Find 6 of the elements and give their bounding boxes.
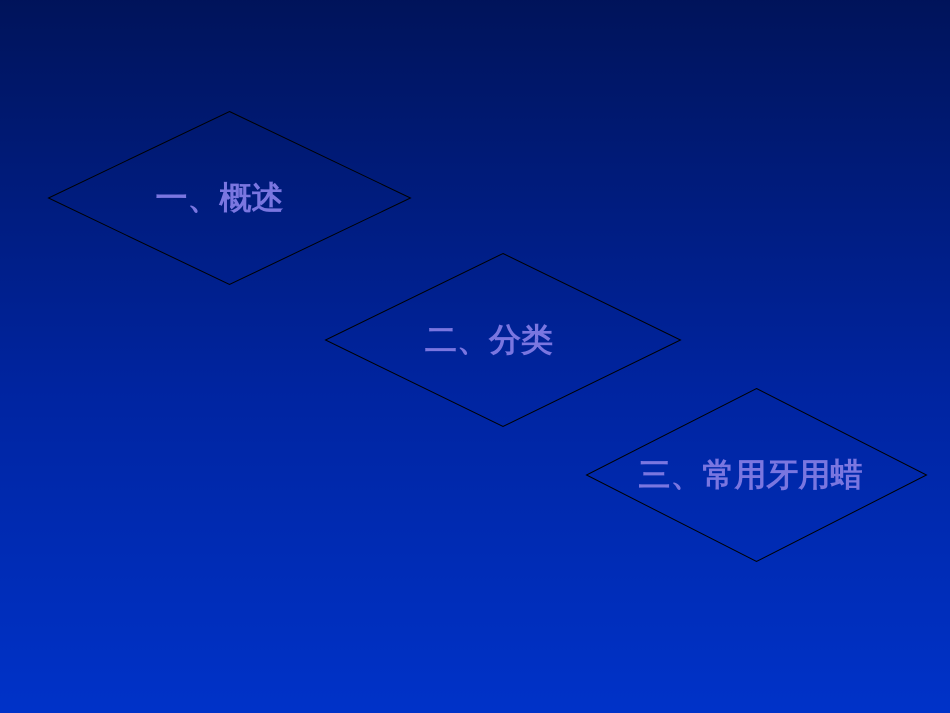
diamond-shape (48, 111, 411, 285)
section-title: 二、分类 (425, 322, 553, 358)
section-title: 一、概述 (156, 180, 284, 216)
section-title: 三、常用牙用蜡 (638, 457, 862, 493)
diamond-shape (586, 388, 927, 562)
diamond-shape (325, 253, 681, 427)
